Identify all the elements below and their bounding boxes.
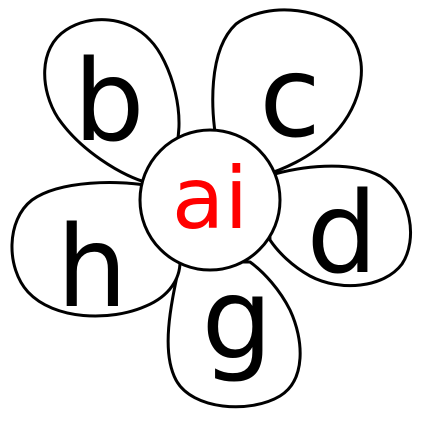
petal-letter-h: h	[57, 203, 128, 333]
center-letters-ai: ai	[172, 149, 249, 249]
flower-center: ai	[140, 130, 280, 270]
petal-letter-d: d	[306, 169, 377, 299]
petal-right: d	[268, 166, 411, 299]
petal-bottom: g	[168, 255, 300, 407]
petal-letter-b: b	[73, 37, 144, 167]
petal-letter-g: g	[201, 255, 272, 385]
petal-letter-c: c	[259, 33, 321, 163]
